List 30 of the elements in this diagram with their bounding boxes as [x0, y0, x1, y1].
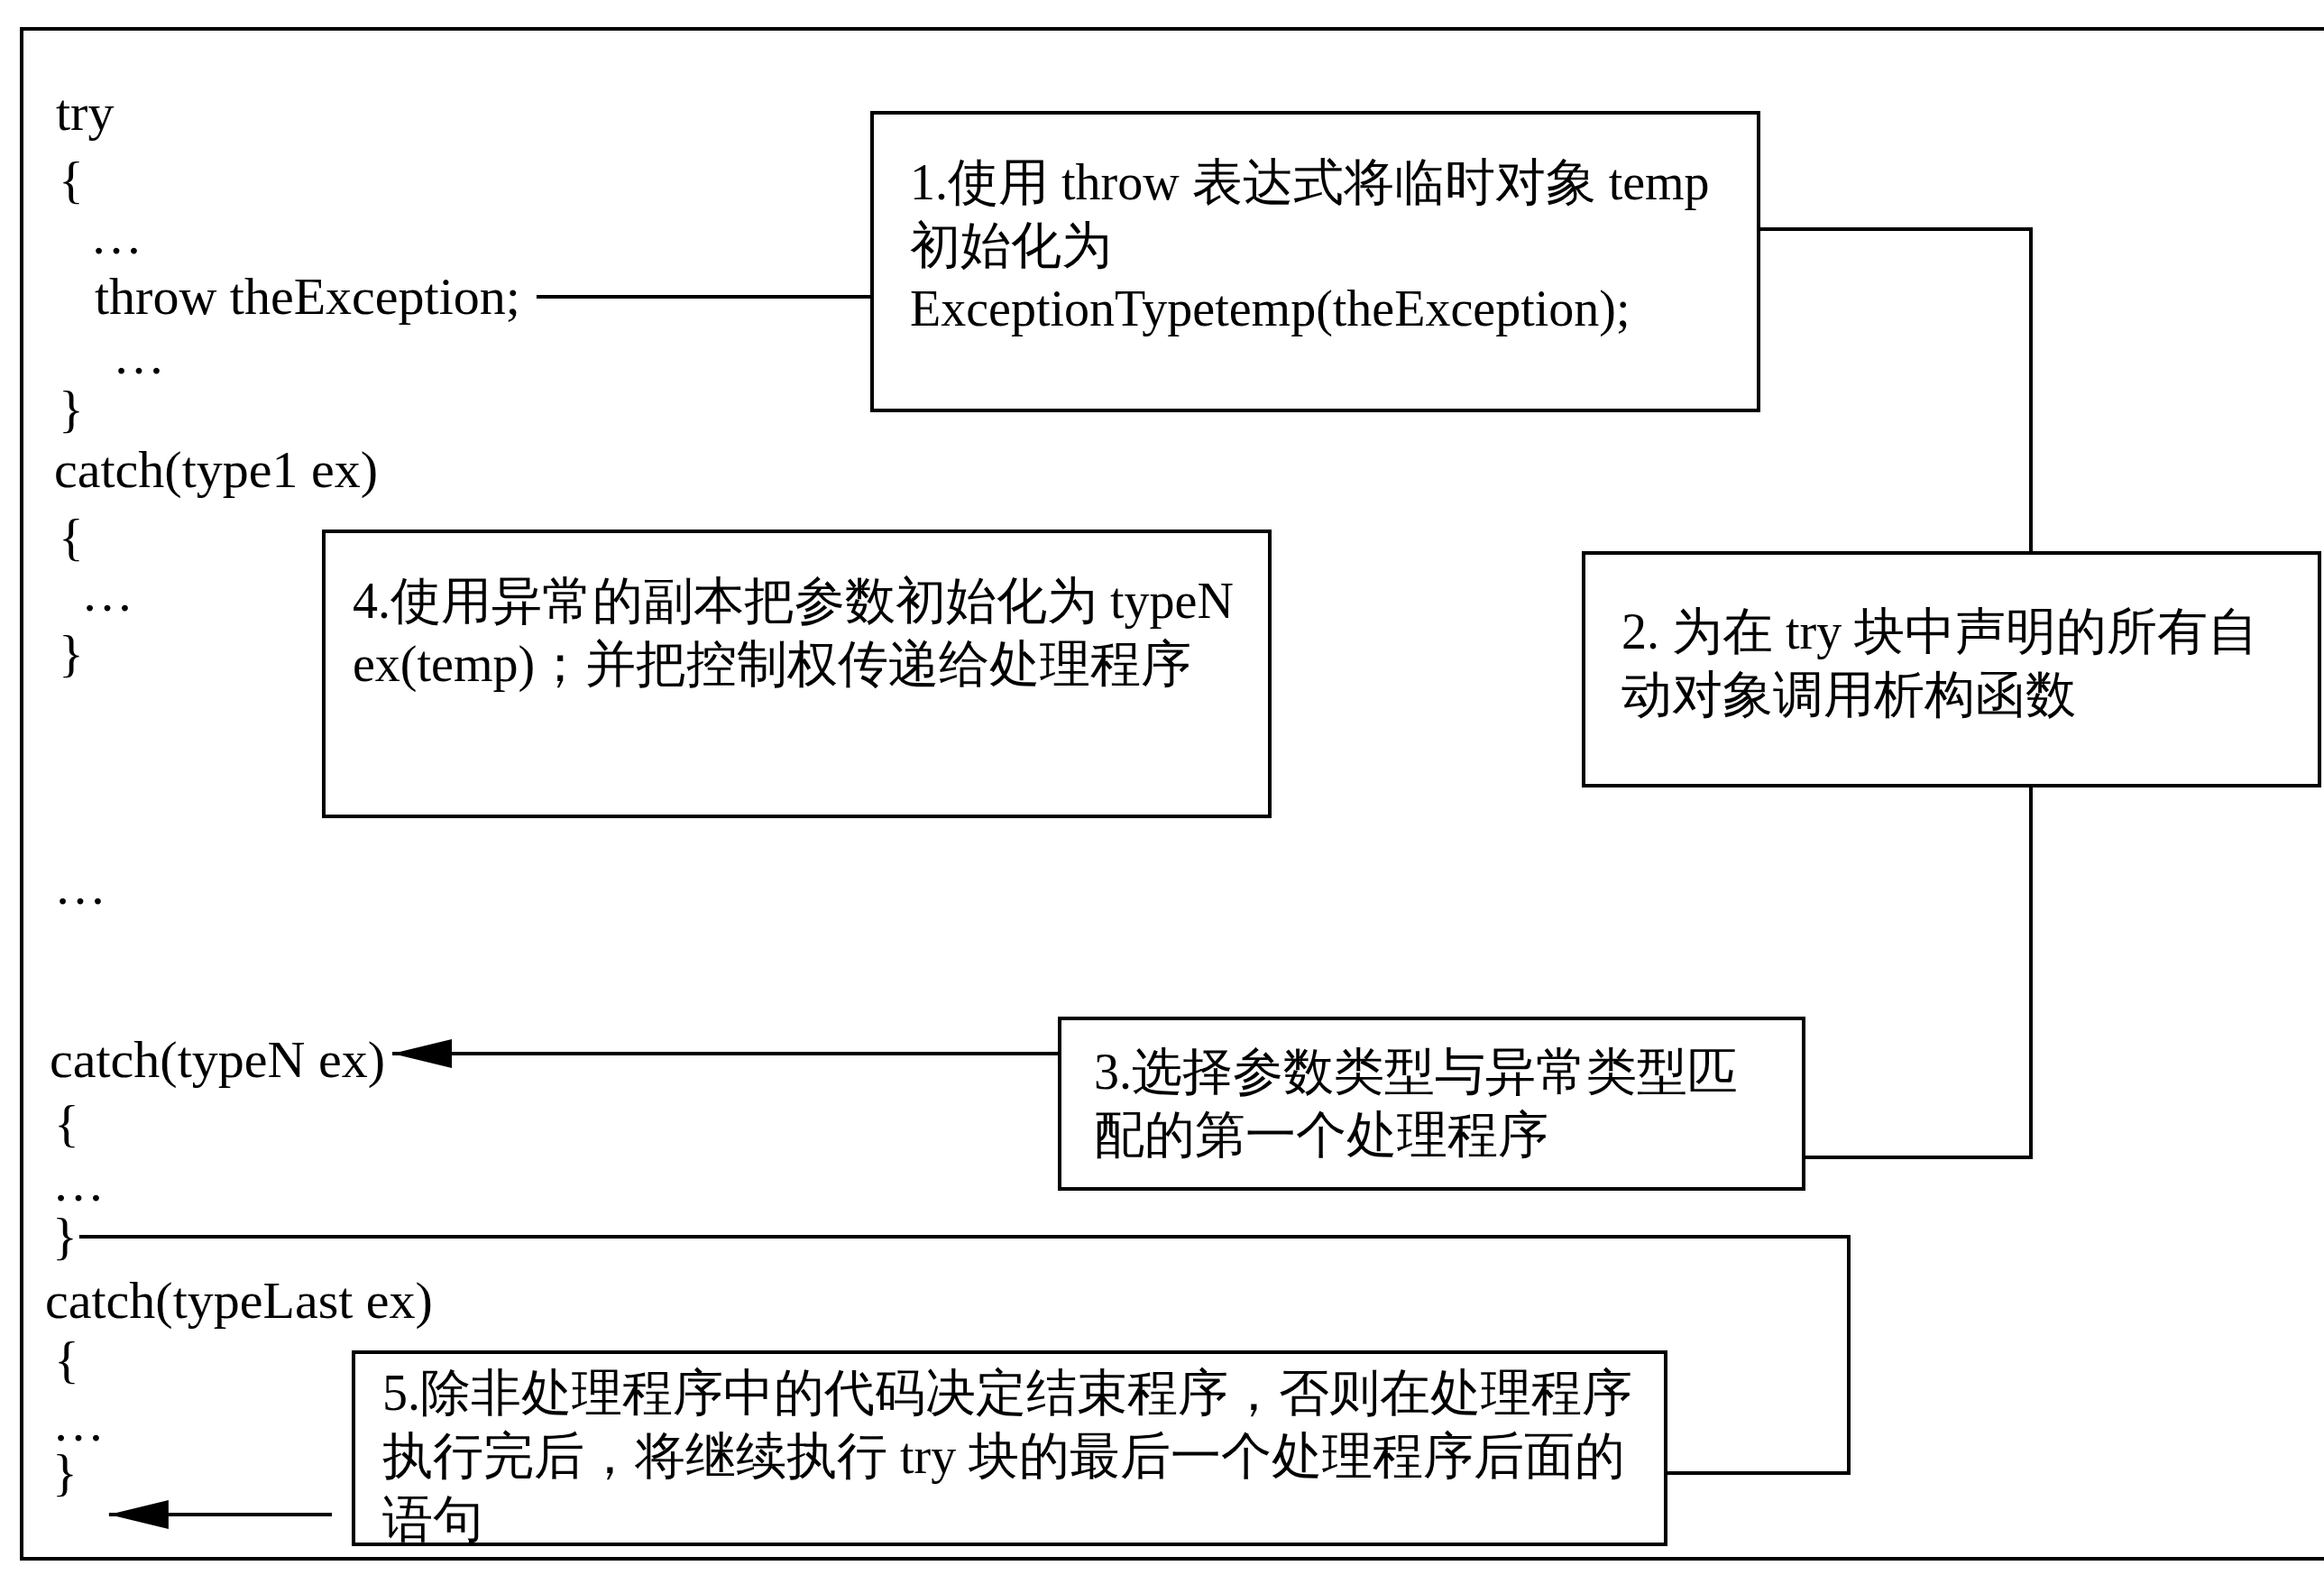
code-line: {: [54, 1331, 79, 1390]
code-line: catch(typeLast ex): [45, 1271, 433, 1331]
step-text: 4.使用异常的副本把参数初始化为 typeN ex(temp)；并把控制权传递给处理程序: [353, 572, 1235, 694]
arrow: [391, 1039, 1058, 1068]
step-text: 2. 为在 try 块中声明的所有自动对象调用析构函数: [1621, 603, 2260, 724]
code-line: try: [56, 83, 115, 143]
code-line: {: [59, 151, 84, 210]
code-line: catch(typeN ex): [50, 1030, 385, 1090]
connector-line: [78, 1235, 1851, 1475]
step-box: [1058, 1017, 1805, 1191]
code-line: …: [81, 564, 133, 623]
step-text: 1.使用 throw 表达式将临时对象 temp 初始化为 ExceptionTypetemp(theException);: [910, 153, 1711, 338]
step-box: [1582, 551, 2321, 788]
connector-line: [1805, 788, 2033, 1159]
code-line: {: [54, 1094, 79, 1154]
code-line: …: [54, 857, 106, 916]
step-text: 5.除非处理程序中的代码决定结束程序，否则在处理程序执行完后，将继续执行 try 块的最后一个处理程序后面的语句: [382, 1364, 1633, 1549]
code-line: throw theException;: [95, 267, 520, 327]
code-line: }: [59, 624, 84, 684]
step-box: [870, 111, 1760, 412]
code-line: {: [59, 508, 84, 567]
connector-line: [1760, 227, 2033, 551]
code-line: …: [90, 207, 142, 266]
connector-line: [536, 295, 870, 299]
code-line: catch(type1 ex): [54, 440, 379, 500]
code-line: }: [59, 380, 84, 439]
step-text: 3.选择参数类型与异常类型匹配的第一个处理程序: [1094, 1043, 1739, 1165]
step-box: [322, 530, 1272, 818]
arrow: [108, 1500, 332, 1529]
code-line: …: [113, 327, 165, 386]
